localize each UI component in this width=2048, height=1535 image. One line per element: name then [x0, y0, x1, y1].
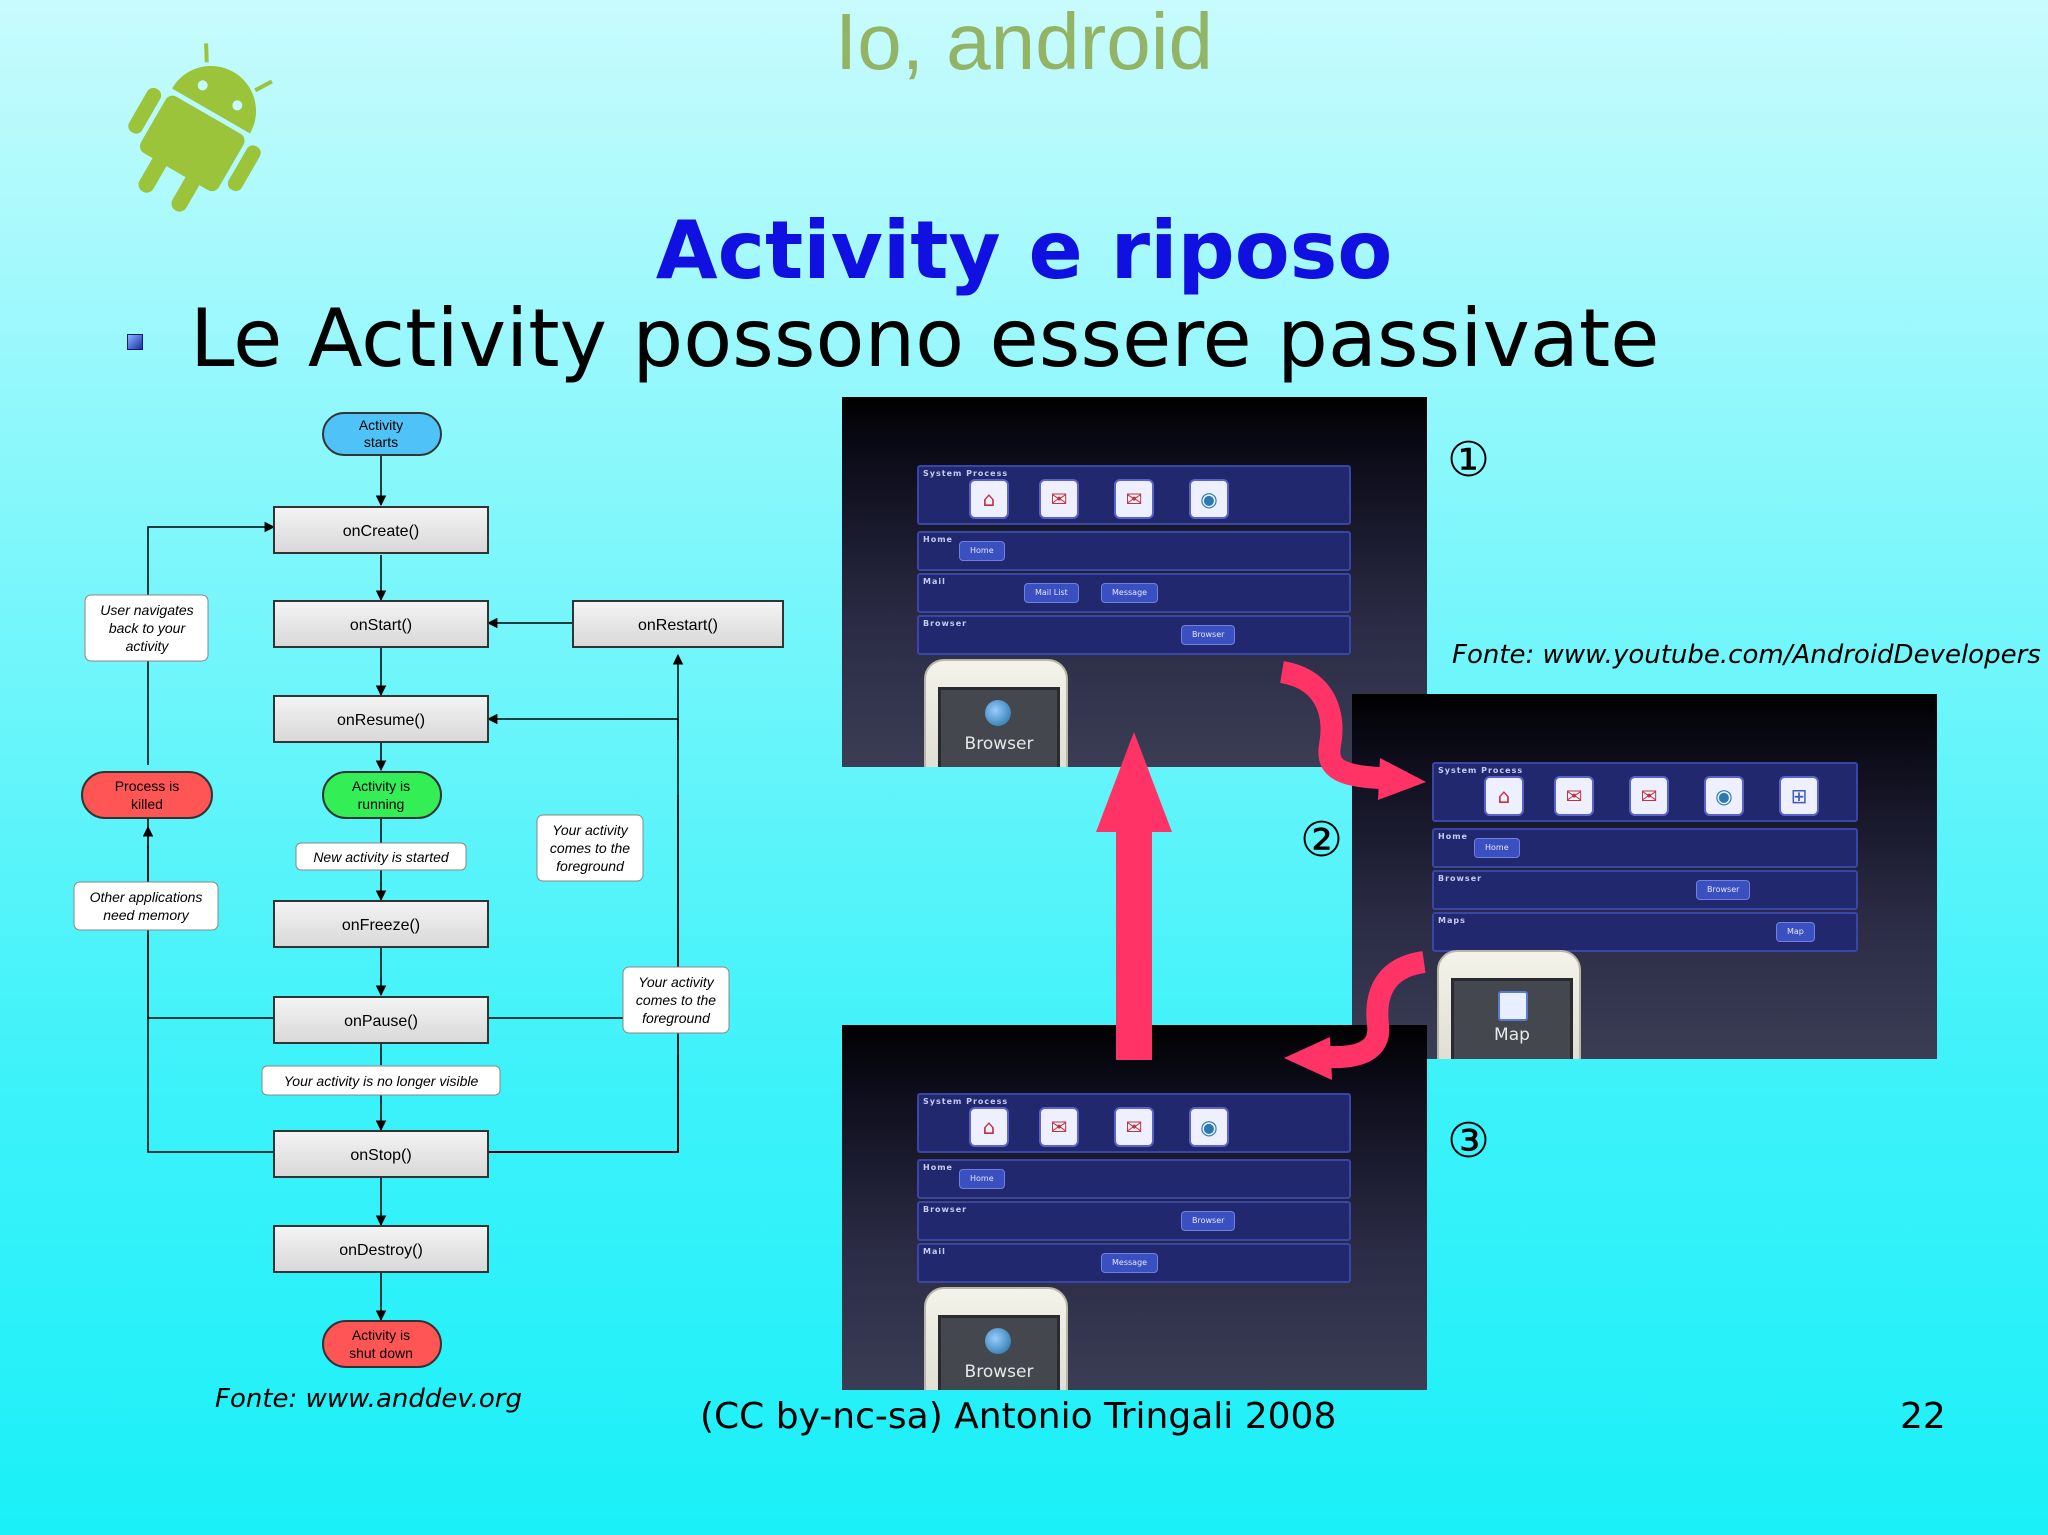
svg-text:foreground: foreground [642, 1010, 711, 1026]
panel-home: Home Home [1432, 828, 1858, 868]
bullet-text: Le Activity possono essere passivate [190, 292, 1660, 385]
mail-app-icon: ✉ [1554, 776, 1594, 816]
browser-app-icon: ◉ [1704, 776, 1744, 816]
home-app-icon: ⌂ [969, 479, 1009, 519]
node-onresume: onResume() [273, 695, 489, 743]
node-onstart: onStart() [273, 600, 489, 648]
node-onpause: onPause() [273, 996, 489, 1044]
label-comes-to-foreground-1: Your activity comes to the foreground [536, 814, 644, 882]
mail-app-icon: ✉ [1039, 479, 1079, 519]
svg-text:running: running [358, 796, 405, 812]
home-app-icon: ⌂ [969, 1107, 1009, 1147]
activity-lifecycle-diagram: Activity starts onCreate() onStart() onR… [73, 412, 784, 1368]
svg-text:onDestroy(): onDestroy() [339, 1242, 423, 1259]
map-app-icon: ⊞ [1779, 776, 1819, 816]
screenshot-step-2: System Process ⌂ ✉ ✉ ◉ ⊞ Home Home Brows… [1352, 694, 1937, 1059]
header-title: Io, android [834, 0, 1214, 86]
svg-text:onRestart(): onRestart() [638, 617, 718, 634]
panel-mail: Mail Mail List Message [917, 573, 1351, 613]
page-number: 22 [1900, 1396, 1946, 1437]
panel-browser: Browser Browser [917, 1201, 1351, 1241]
node-oncreate: onCreate() [273, 506, 489, 554]
panel-system-process: System Process ⌂ ✉ ✉ ◉ [917, 465, 1351, 525]
panel-system-process: System Process ⌂ ✉ ✉ ◉ ⊞ [1432, 762, 1858, 822]
svg-text:Process is: Process is [115, 778, 180, 794]
screenshot-step-3: System Process ⌂ ✉ ✉ ◉ Home Home Browser… [842, 1025, 1427, 1390]
browser-app-icon: ◉ [1189, 479, 1229, 519]
svg-text:Your activity: Your activity [638, 974, 714, 990]
svg-text:onStop(): onStop() [350, 1147, 411, 1164]
footer-credit: (CC by-nc-sa) Antonio Tringali 2008 [700, 1396, 1337, 1437]
svg-text:Activity is: Activity is [352, 778, 410, 794]
screenshot-step-1: System Process ⌂ ✉ ✉ ◉ Home Home Mail Ma… [842, 397, 1427, 767]
svg-text:back to your: back to your [109, 620, 187, 636]
svg-text:shut down: shut down [349, 1345, 413, 1361]
node-ondestroy: onDestroy() [273, 1225, 489, 1273]
svg-text:onStart(): onStart() [350, 617, 412, 634]
node-onrestart: onRestart() [572, 600, 784, 648]
map-icon [1498, 991, 1528, 1021]
svg-text:Activity: Activity [359, 417, 403, 433]
phone-mockup: Browser [924, 659, 1068, 767]
svg-text:foreground: foreground [556, 858, 625, 874]
step-2-marker: ② [1300, 812, 1344, 868]
step-3-marker: ③ [1447, 1113, 1491, 1169]
phone-mockup: Browser [924, 1287, 1068, 1390]
message-app-icon: ✉ [1114, 1107, 1154, 1147]
node-process-killed: Process is killed [81, 771, 213, 819]
source-anddev: Fonte: www.anddev.org [215, 1384, 522, 1414]
panel-home: Home Home [917, 531, 1351, 571]
panel-system-process: System Process ⌂ ✉ ✉ ◉ [917, 1093, 1351, 1153]
browser-app-icon: ◉ [1189, 1107, 1229, 1147]
svg-text:User navigates: User navigates [100, 602, 193, 618]
node-activity-shut-down: Activity is shut down [322, 1320, 442, 1368]
svg-text:Your activity is no longer vis: Your activity is no longer visible [284, 1073, 479, 1089]
bullet-marker-icon [127, 334, 143, 350]
svg-text:Activity is: Activity is [352, 1327, 410, 1343]
android-logo [128, 43, 273, 212]
phone-mockup: Map [1437, 950, 1581, 1059]
message-app-icon: ✉ [1114, 479, 1154, 519]
panel-home: Home Home [917, 1159, 1351, 1199]
node-activity-starts: Activity starts [322, 412, 442, 456]
panel-browser: Browser Browser [917, 615, 1351, 655]
label-other-apps-memory: Other applications need memory [73, 881, 219, 931]
slide-title: Activity e riposo [655, 204, 1393, 297]
home-app-icon: ⌂ [1484, 776, 1524, 816]
panel-browser: Browser Browser [1432, 870, 1858, 910]
svg-text:comes to the: comes to the [550, 840, 630, 856]
arrow-step3-to-step1 [1096, 732, 1172, 1060]
svg-text:activity: activity [126, 638, 170, 654]
message-app-icon: ✉ [1629, 776, 1669, 816]
mail-app-icon: ✉ [1039, 1107, 1079, 1147]
step-1-marker: ① [1447, 432, 1491, 488]
node-onstop: onStop() [273, 1130, 489, 1178]
svg-text:Your activity: Your activity [552, 822, 628, 838]
svg-text:onResume(): onResume() [337, 712, 425, 729]
svg-text:onCreate(): onCreate() [343, 523, 419, 540]
globe-icon [985, 1328, 1011, 1354]
svg-text:Other applications: Other applications [90, 889, 203, 905]
globe-icon [985, 700, 1011, 726]
label-comes-to-foreground-2: Your activity comes to the foreground [622, 966, 730, 1034]
svg-text:need memory: need memory [103, 907, 190, 923]
panel-maps: Maps Map [1432, 912, 1858, 952]
node-activity-running: Activity is running [322, 771, 442, 819]
panel-mail: Mail Message [917, 1243, 1351, 1283]
label-new-activity-started: New activity is started [295, 842, 467, 871]
source-youtube: Fonte: www.youtube.com/AndroidDevelopers [1452, 640, 2041, 670]
label-no-longer-visible: Your activity is no longer visible [261, 1065, 501, 1096]
svg-text:killed: killed [131, 796, 163, 812]
node-onfreeze: onFreeze() [273, 900, 489, 948]
svg-text:starts: starts [364, 434, 398, 450]
svg-text:onFreeze(): onFreeze() [342, 917, 420, 934]
svg-text:onPause(): onPause() [344, 1013, 418, 1030]
label-user-navigates-back: User navigates back to your activity [84, 594, 209, 662]
svg-text:comes to the: comes to the [636, 992, 716, 1008]
svg-text:New activity is started: New activity is started [313, 849, 450, 865]
